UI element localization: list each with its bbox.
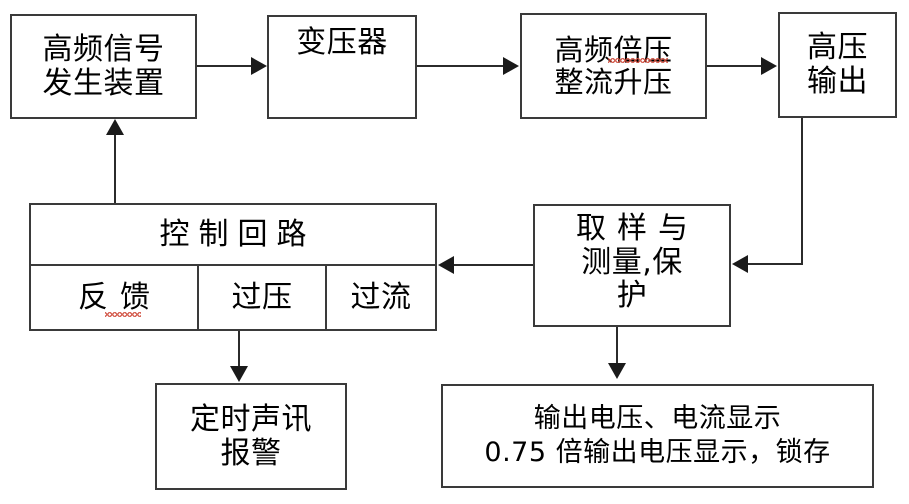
control-cell-overvoltage[interactable]: 过压 — [197, 266, 325, 329]
block-timed-voice-alarm-line1: 定时声讯 — [190, 401, 312, 437]
block-high-voltage-output-line1: 高压 — [807, 30, 868, 66]
connector-sampling-to-control — [454, 264, 533, 266]
control-circuit-header: 控制回路 — [159, 216, 316, 252]
block-high-voltage-output-line2: 输出 — [807, 64, 868, 99]
arrowhead-multiplier-to-hv-output — [761, 57, 777, 75]
control-cell-overcurrent[interactable]: 过流 — [325, 266, 435, 329]
arrowhead-sampling-to-control — [438, 256, 454, 274]
block-transformer-line1: 变压器 — [296, 25, 388, 60]
block-output-display-line1: 输出电压、电流显示 — [533, 403, 782, 435]
block-sampling-line3: 护 — [616, 278, 648, 314]
block-high-voltage-output[interactable]: 高压 输出 — [778, 12, 897, 118]
connector-transformer-to-multiplier — [417, 65, 505, 67]
block-sampling-line2: 测量,保 — [581, 244, 683, 280]
arrowhead-control-to-generator — [106, 119, 124, 135]
connector-control-to-alarm — [238, 331, 240, 367]
control-circuit-cells: 反馈 过压 过流 — [31, 264, 435, 329]
arrowhead-transformer-to-multiplier — [503, 57, 519, 75]
control-cell-feedback[interactable]: 反馈 — [78, 279, 162, 315]
arrowhead-sampling-to-display — [608, 363, 626, 379]
block-timed-voice-alarm-line2: 报警 — [220, 435, 282, 471]
block-hf-signal-generator-line1: 高频信号 — [42, 31, 165, 67]
connector-control-to-generator — [114, 135, 116, 203]
block-output-display[interactable]: 输出电压、电流显示 0.75 倍输出电压显示，锁存 — [441, 384, 874, 488]
arrowhead-generator-to-transformer — [251, 57, 267, 75]
block-output-display-line2: 0.75 倍输出电压显示，锁存 — [484, 437, 831, 468]
block-hf-voltage-multiplier-line2: 整流升压 — [554, 65, 673, 99]
block-hf-voltage-multiplier[interactable]: 高频倍压 整流升压 — [520, 13, 707, 119]
connector-multiplier-to-hv-output — [707, 65, 763, 67]
block-hf-signal-generator[interactable]: 高频信号 发生装置 — [10, 14, 197, 119]
block-sampling-line1: 取样与 — [576, 211, 699, 246]
block-transformer[interactable]: 变压器 — [267, 15, 417, 119]
block-timed-voice-alarm[interactable]: 定时声讯 报警 — [155, 383, 347, 490]
arrowhead-control-to-alarm — [230, 366, 248, 382]
block-hf-signal-generator-line2: 发生装置 — [42, 65, 165, 101]
block-control-circuit[interactable]: 控制回路 反馈 过压 过流 — [29, 203, 437, 331]
connector-hv-output-to-sampling — [748, 263, 802, 265]
arrowhead-hv-output-to-sampling — [732, 255, 748, 273]
block-hf-voltage-multiplier-line1: 高频倍压 — [554, 32, 673, 67]
connector-sampling-to-display — [616, 327, 618, 364]
block-sampling-measurement-protection[interactable]: 取样与 测量,保 护 — [533, 204, 731, 327]
connector-hv-output-down — [801, 118, 803, 265]
connector-generator-to-transformer — [197, 65, 253, 67]
